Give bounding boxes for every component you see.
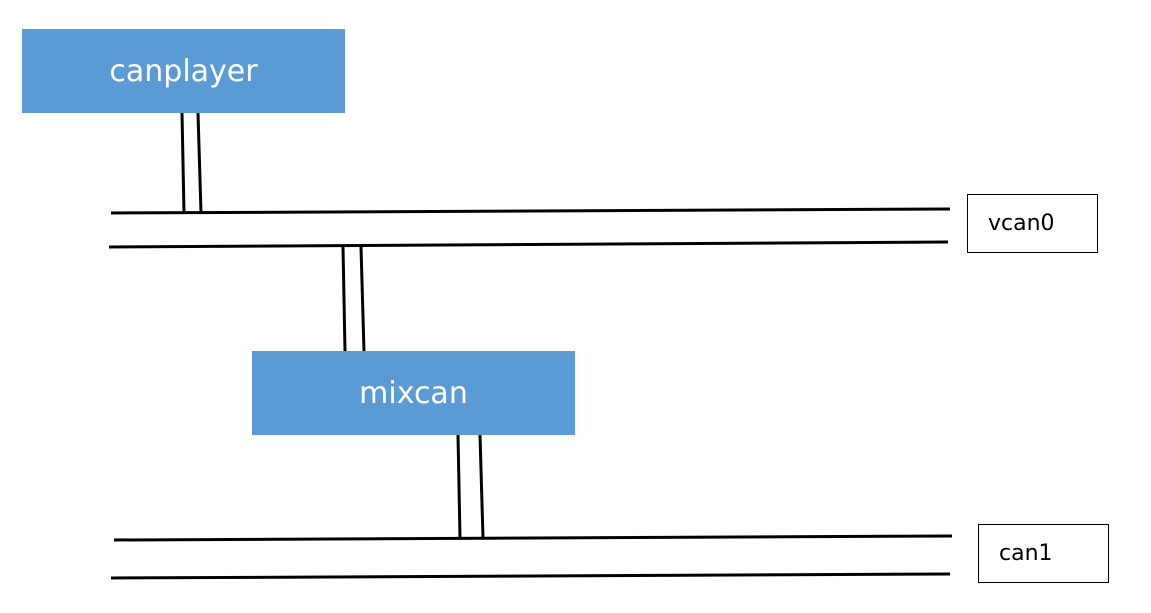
canplayer-to-vcan0-connector — [180, 112, 203, 214]
can1-bus-bottom-rail — [110, 572, 951, 580]
vcan0-to-mixcan-connector — [341, 246, 366, 352]
vcan0-label-text: vcan0 — [988, 211, 1055, 236]
vcan0-bus-top-rail — [110, 207, 951, 215]
vcan0-bus-label: vcan0 — [967, 194, 1098, 253]
mixcan-to-can1-connector — [456, 434, 485, 539]
canplayer-node: canplayer — [22, 29, 345, 113]
can1-bus-top-rail — [113, 534, 953, 542]
vcan0-bus-bottom-rail — [108, 240, 949, 249]
can1-bus-label: can1 — [978, 524, 1109, 583]
canplayer-label: canplayer — [109, 53, 258, 89]
can1-label-text: can1 — [999, 541, 1053, 566]
mixcan-node: mixcan — [252, 351, 575, 435]
mixcan-label: mixcan — [359, 375, 468, 411]
